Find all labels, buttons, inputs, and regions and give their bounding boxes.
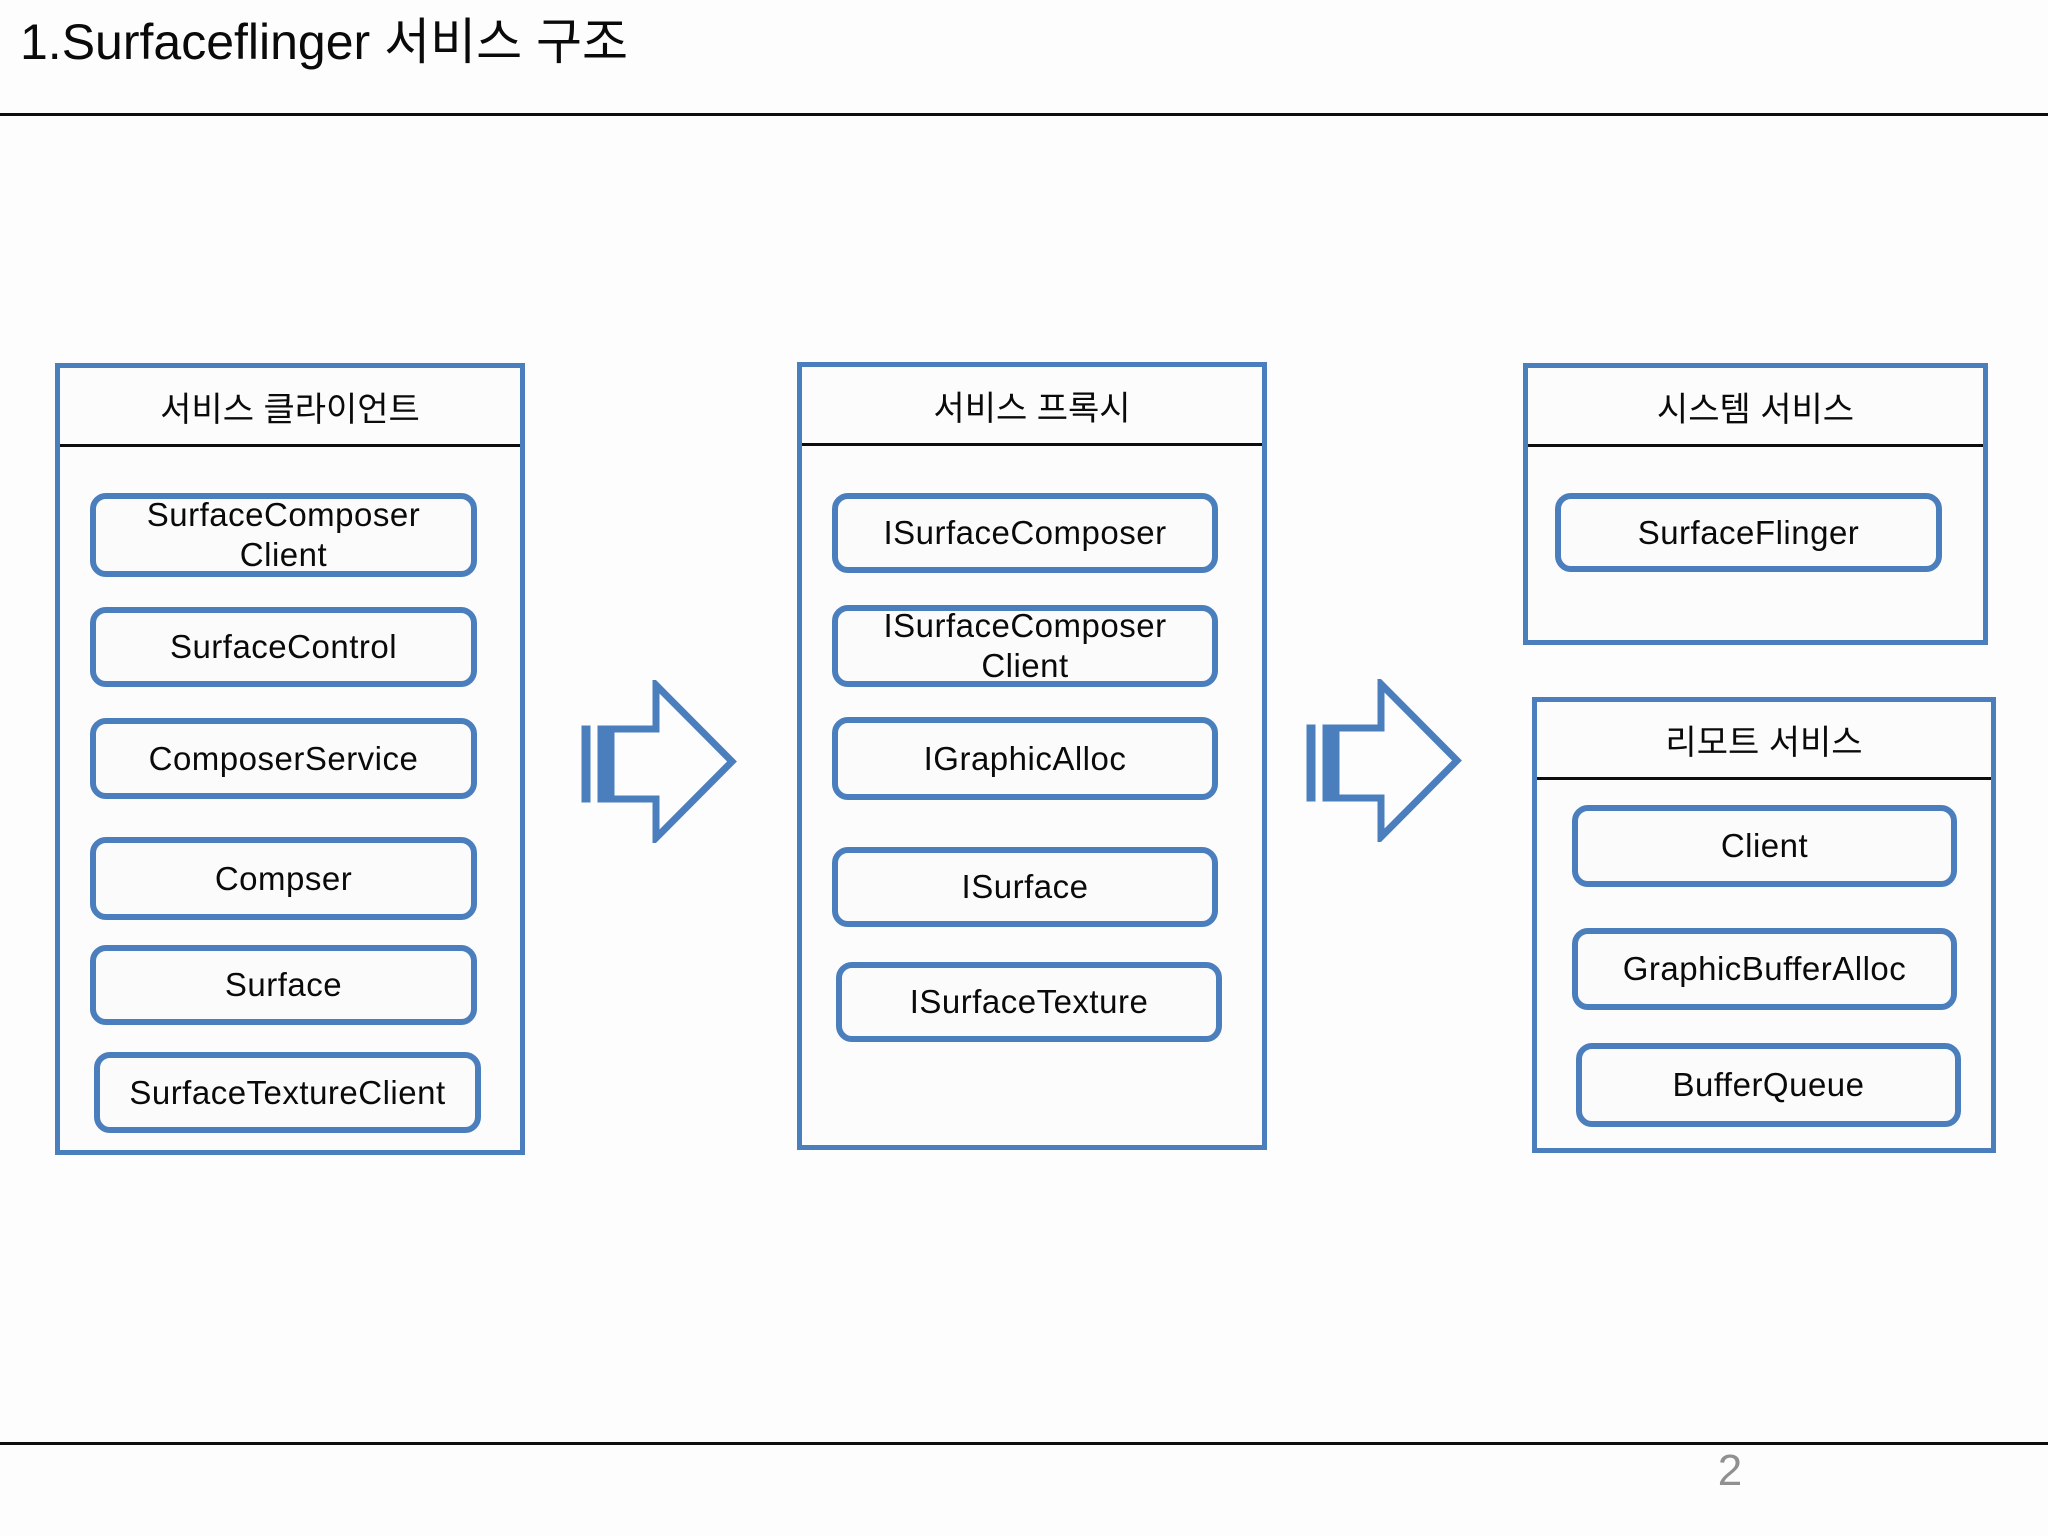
arrow-stripe-thick: [1322, 724, 1333, 802]
panel-remote-service: 리모트 서비스 Client GraphicBufferAlloc Buffer…: [1532, 697, 1996, 1153]
panel-system-service-header: 시스템 서비스: [1528, 368, 1983, 447]
box-graphic-buffer-alloc: GraphicBufferAlloc: [1572, 928, 1957, 1010]
title-divider: [0, 113, 2048, 116]
box-surface: Surface: [90, 945, 477, 1025]
panel-service-client-header: 서비스 클라이언트: [60, 368, 520, 447]
box-isurface-texture: ISurfaceTexture: [836, 962, 1222, 1042]
footer-divider: [0, 1442, 2048, 1445]
box-composer-service: ComposerService: [90, 718, 477, 799]
box-compser: Compser: [90, 837, 477, 920]
panel-remote-service-header: 리모트 서비스: [1537, 702, 1991, 780]
box-client: Client: [1572, 805, 1957, 887]
arrow-stripe-thin: [581, 725, 591, 803]
panel-service-client: 서비스 클라이언트 SurfaceComposer Client Surface…: [55, 363, 525, 1155]
panel-system-service: 시스템 서비스 SurfaceFlinger: [1523, 363, 1988, 645]
box-buffer-queue: BufferQueue: [1576, 1043, 1961, 1127]
panel-service-proxy: 서비스 프록시 ISurfaceComposer ISurfaceCompose…: [797, 362, 1267, 1150]
panel-service-proxy-header: 서비스 프록시: [802, 367, 1262, 446]
box-isurface: ISurface: [832, 847, 1218, 927]
arrow-body: [607, 680, 737, 843]
box-surface-composer-client: SurfaceComposer Client: [90, 493, 477, 577]
box-isurface-composer-client: ISurfaceComposer Client: [832, 605, 1218, 687]
arrow-stripe-thick: [597, 725, 608, 803]
arrow-stripe-thin: [1306, 724, 1316, 802]
striped-right-arrow-icon: [581, 680, 737, 843]
arrow-body: [1332, 679, 1462, 842]
box-igraphic-alloc: IGraphicAlloc: [832, 717, 1218, 800]
page-title: 1.Surfaceflinger 서비스 구조: [20, 14, 628, 70]
box-surface-texture-client: SurfaceTextureClient: [94, 1052, 481, 1133]
striped-right-arrow-icon: [1306, 679, 1462, 842]
box-isurface-composer: ISurfaceComposer: [832, 493, 1218, 573]
box-surface-control: SurfaceControl: [90, 607, 477, 687]
page-number: 2: [1717, 1446, 1743, 1495]
box-surface-flinger: SurfaceFlinger: [1555, 493, 1942, 572]
